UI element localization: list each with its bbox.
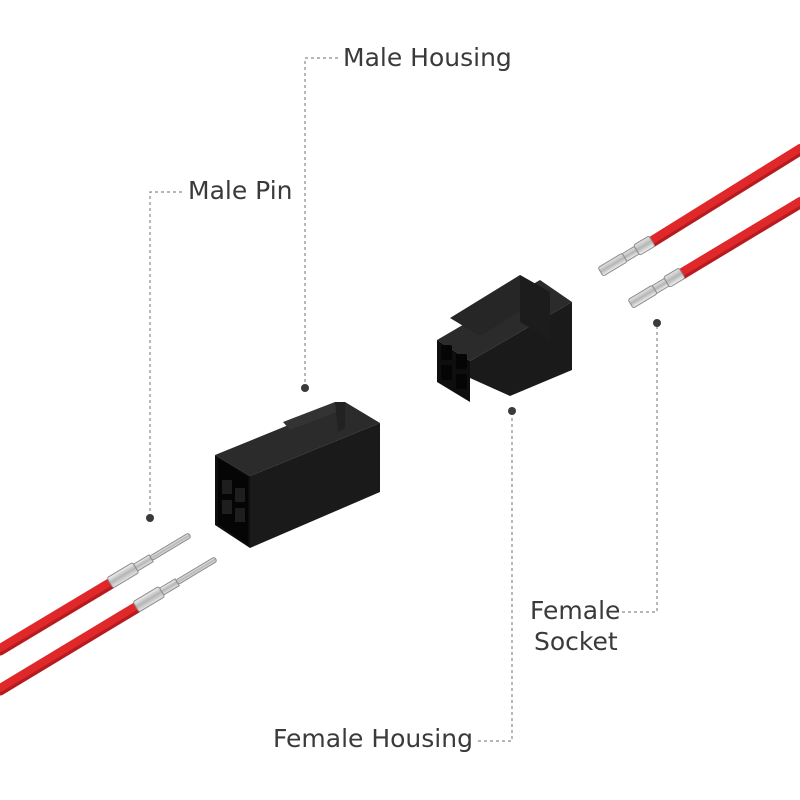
wire-left-lower: [0, 602, 142, 696]
wire-right-upper: [646, 144, 800, 248]
label-female-housing: Female Housing: [273, 724, 473, 753]
female-socket-icon: [598, 236, 685, 308]
leader-lines: [149, 57, 658, 742]
leader-male-housing: [304, 57, 338, 388]
wire-right-lower: [676, 197, 800, 280]
leader-female-socket: [622, 323, 658, 613]
leader-female-housing: [478, 411, 513, 742]
label-female-socket-line2: Socket: [534, 627, 618, 656]
wire-left-upper: [0, 578, 116, 656]
label-male-pin: Male Pin: [188, 176, 293, 205]
dot-male-pin: [146, 514, 154, 522]
male-pin-icon: [107, 533, 217, 612]
male-housing-icon: [215, 402, 380, 548]
dot-male-housing: [301, 384, 309, 392]
dot-female-socket: [653, 319, 661, 327]
leader-male-pin: [149, 191, 182, 518]
female-socket-wires: [598, 144, 800, 308]
dot-female-housing: [508, 407, 516, 415]
male-pin-wires: [0, 533, 217, 696]
leader-dots: [146, 319, 661, 522]
female-housing-icon: [437, 275, 572, 402]
label-male-housing: Male Housing: [343, 43, 512, 72]
label-female-socket-line1: Female: [530, 596, 621, 625]
